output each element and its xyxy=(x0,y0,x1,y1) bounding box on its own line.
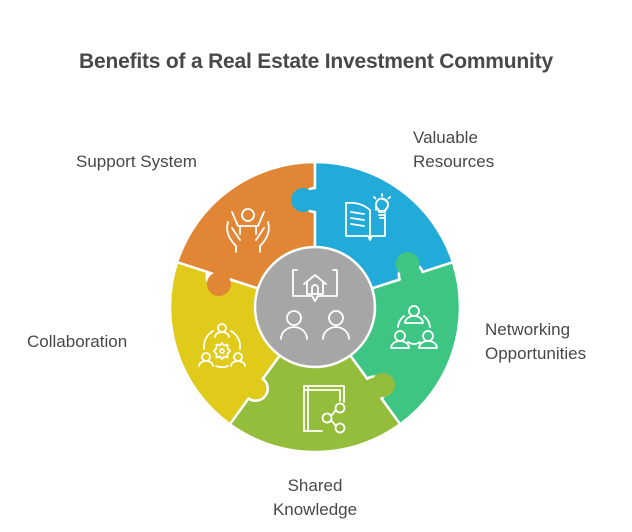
diagram-title: Benefits of a Real Estate Investment Com… xyxy=(79,50,553,73)
network-people-icon xyxy=(390,305,438,349)
book-share-icon xyxy=(303,385,346,434)
tab-collaboration xyxy=(235,373,259,397)
book-lightbulb-icon xyxy=(345,193,391,241)
label-line: Networking xyxy=(485,320,571,339)
label-line: Knowledge xyxy=(272,500,358,519)
tab-shared-knowledge xyxy=(371,373,395,397)
supporting-hands-icon xyxy=(226,208,270,253)
label-shared-knowledge: Shared Knowledge xyxy=(265,474,365,522)
label-line: Opportunities xyxy=(485,344,587,363)
tab-support-system xyxy=(206,272,231,296)
label-line: Shared xyxy=(287,476,343,495)
tab-valuable-resources xyxy=(291,188,315,212)
center-hub xyxy=(253,245,377,369)
tab-networking-opportunities xyxy=(395,252,420,276)
label-line: Resources xyxy=(413,152,495,171)
label-collaboration: Collaboration xyxy=(27,330,127,354)
label-line: Valuable xyxy=(413,128,478,147)
team-gear-icon xyxy=(198,323,246,369)
label-line: Support System xyxy=(76,152,197,171)
label-networking-opportunities: Networking Opportunities xyxy=(485,318,586,366)
label-support-system: Support System xyxy=(76,150,197,174)
label-line: Collaboration xyxy=(27,332,128,351)
label-valuable-resources: Valuable Resources xyxy=(413,126,494,174)
house-discussion-icon xyxy=(280,269,350,340)
